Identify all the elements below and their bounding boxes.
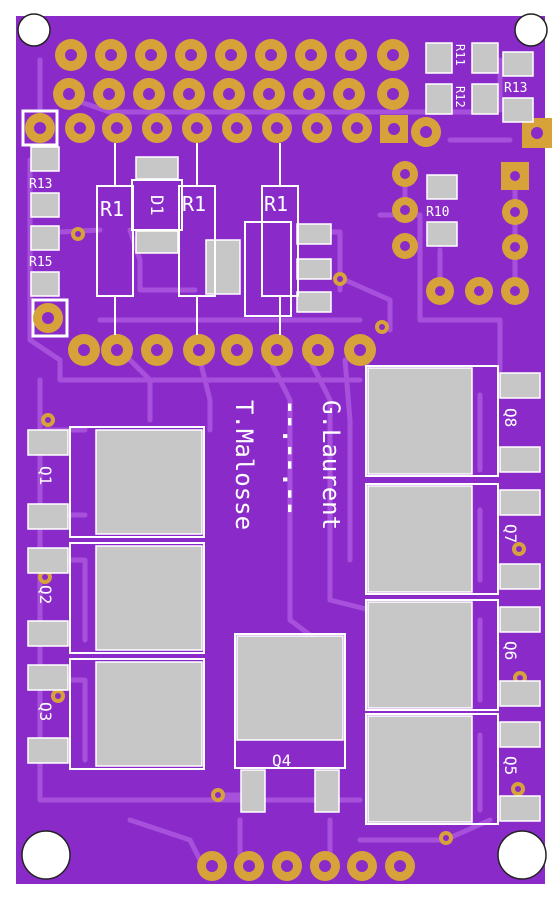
r1-c-body — [244, 221, 292, 317]
pad-r12-a — [425, 83, 453, 115]
label-r15: R15 — [29, 255, 52, 270]
mounting-hole-top-left — [17, 13, 51, 47]
pad-q1-a — [27, 429, 69, 456]
q7-outline — [365, 483, 499, 595]
pad-sot-2 — [296, 258, 332, 280]
label-q5: Q5 — [501, 756, 520, 775]
pad-q3-tab — [95, 661, 203, 767]
silkscreen-outlines — [69, 143, 499, 825]
pad-q8-b — [499, 446, 541, 473]
pad-r15-a — [30, 225, 60, 251]
author-1: G.Laurent — [317, 400, 345, 530]
date-placeholder: --.--.-- — [277, 400, 305, 516]
label-r12: R12 — [453, 86, 467, 108]
pad-square — [21, 109, 59, 147]
pad-r11-b — [471, 42, 499, 74]
pad-r10-b — [426, 221, 458, 247]
label-r13-right: R13 — [504, 81, 527, 96]
pad-d1-a — [135, 156, 179, 180]
label-r11: R11 — [453, 44, 467, 66]
q6-outline — [365, 599, 499, 711]
mounting-hole-top-right — [514, 13, 548, 47]
label-q8: Q8 — [501, 408, 520, 427]
pad-q6-b — [499, 680, 541, 707]
pad-sot-3 — [296, 291, 332, 313]
pad-r13-right-b — [502, 97, 534, 123]
pad-r12-b — [471, 83, 499, 115]
pad-q3-b — [27, 737, 69, 764]
q8-outline — [365, 365, 499, 477]
label-d1: D1 — [146, 195, 166, 215]
label-r1-b: R1 — [182, 192, 206, 216]
pad-q4-a — [240, 769, 266, 813]
pad-r13-right-a — [502, 51, 534, 77]
mounting-hole-bottom-right — [497, 830, 547, 880]
pad-q7-tab — [367, 485, 473, 593]
label-q6: Q6 — [501, 641, 520, 660]
q3-outline — [69, 658, 205, 770]
pad-q4-tab — [236, 635, 344, 741]
pad-q5-b — [499, 795, 541, 822]
pad-sot-1 — [296, 223, 332, 245]
smd-pads — [27, 42, 541, 823]
pad-large-center — [205, 239, 241, 295]
label-r13-left: R13 — [29, 177, 52, 192]
pad-r15-b — [30, 271, 60, 297]
silkscreen-labels: R1 R1 R1 D1 R13 R15 R11 R12 R13 R10 Q1 Q… — [29, 44, 527, 775]
ic-top-row — [21, 109, 552, 148]
pad-r13-left-b — [30, 192, 60, 218]
pad-q2-b — [27, 620, 69, 647]
label-q4: Q4 — [272, 751, 291, 770]
pad-d1-b — [135, 230, 179, 254]
pad-q8-tab — [367, 367, 473, 475]
pad-q3-a — [27, 664, 69, 691]
q4-outline — [234, 633, 346, 769]
pad-q2-tab — [95, 545, 203, 651]
author-2: T.Malosse — [230, 400, 258, 530]
bottom-connector — [197, 851, 415, 881]
pad-r10-a — [426, 174, 458, 200]
label-r1-a: R1 — [100, 197, 124, 221]
q5-outline — [365, 713, 499, 825]
pad-q6-tab — [367, 601, 473, 709]
pad-q7-b — [499, 563, 541, 590]
pad-q7-a — [499, 489, 541, 516]
pad-q6-a — [499, 606, 541, 633]
d1-outline — [131, 179, 183, 231]
pad-q2-a — [27, 547, 69, 574]
pad-r11-a — [425, 42, 453, 74]
label-q1: Q1 — [36, 466, 55, 485]
label-r1-c: R1 — [264, 192, 288, 216]
q1-outline — [69, 426, 205, 538]
label-q7: Q7 — [501, 524, 520, 543]
label-q2: Q2 — [36, 585, 55, 604]
pad-q5-a — [499, 721, 541, 748]
pad-q1-tab — [95, 429, 203, 535]
mounting-holes — [17, 13, 548, 880]
pad-q5-tab — [367, 715, 473, 823]
pad-q4-b — [314, 769, 340, 813]
pad-q1-b — [27, 503, 69, 530]
pad-q8-a — [499, 372, 541, 399]
label-q3: Q3 — [36, 702, 55, 721]
pad-r13-left-a — [30, 146, 60, 172]
mounting-hole-bottom-left — [21, 830, 71, 880]
label-r10: R10 — [426, 205, 449, 220]
q2-outline — [69, 542, 205, 654]
